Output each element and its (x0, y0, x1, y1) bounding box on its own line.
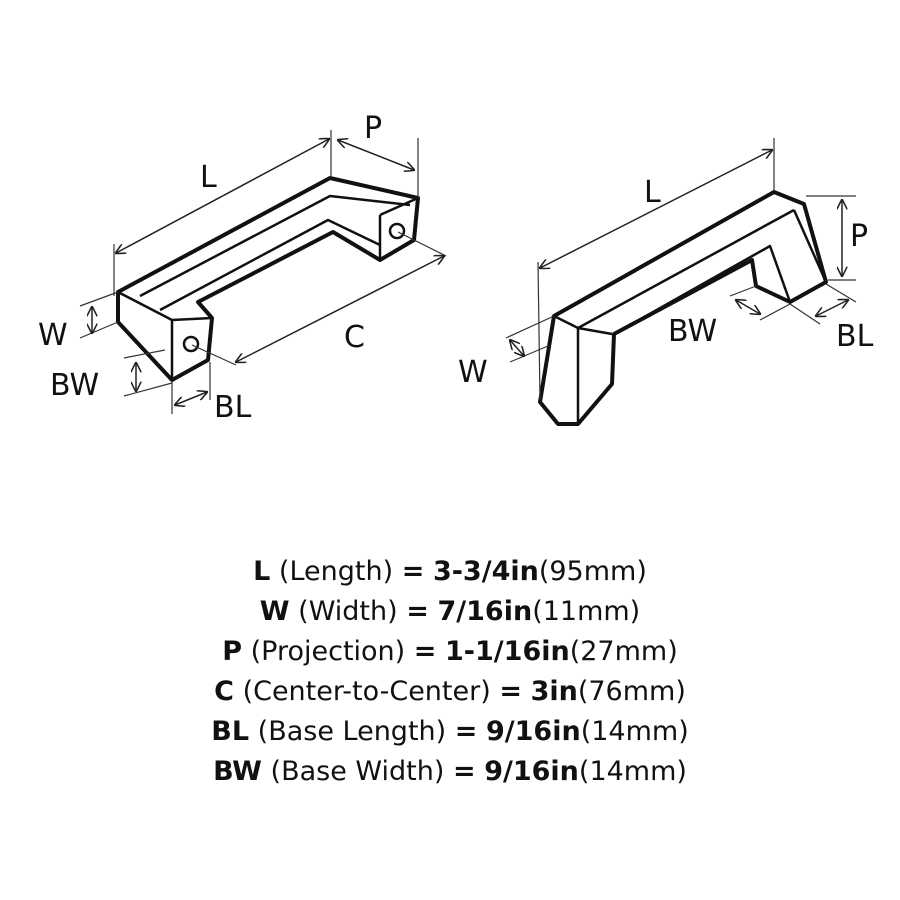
spec-name: (Base Length) (257, 716, 447, 747)
spec-name: (Length) (278, 556, 394, 587)
spec-projection: P (Projection) = 1-1/16in(27mm) (0, 632, 900, 672)
spec-imperial: 7/16in (437, 596, 533, 627)
spec-equals: = (499, 676, 522, 707)
spec-metric: (95mm) (538, 556, 647, 587)
left-dim-width: W (38, 291, 119, 353)
right-label-BL: BL (836, 319, 874, 354)
right-dim-base-length: BL (789, 283, 874, 354)
left-dim-center: C (191, 231, 446, 366)
right-dim-length: L (537, 138, 775, 401)
spec-name: (Width) (298, 596, 398, 627)
spec-code: P (222, 636, 243, 667)
spec-imperial: 9/16in (486, 716, 581, 747)
spec-code: L (253, 556, 271, 587)
spec-length: L (Length) = 3-3/4in(95mm) (0, 552, 900, 592)
spec-name: (Base Width) (270, 756, 445, 787)
spec-metric: (14mm) (578, 756, 687, 787)
right-label-L: L (644, 175, 661, 210)
left-label-BL: BL (214, 390, 252, 425)
spec-code: BW (213, 756, 262, 787)
spec-center-to-center: C (Center-to-Center) = 3in(76mm) (0, 672, 900, 712)
spec-metric: (76mm) (577, 676, 686, 707)
spec-imperial: 9/16in (484, 756, 579, 787)
left-dim-projection: P (338, 111, 419, 198)
right-dim-width: W (458, 315, 555, 390)
left-label-BW: BW (50, 368, 99, 403)
spec-metric: (11mm) (532, 596, 641, 627)
right-label-W: W (458, 355, 488, 390)
spec-code: W (259, 596, 290, 627)
spec-base-length: BL (Base Length) = 9/16in(14mm) (0, 712, 900, 752)
spec-equals: = (454, 716, 478, 747)
spec-name: (Center-to-Center) (242, 676, 491, 707)
right-dim-base-width: BW (668, 285, 791, 349)
spec-metric: (27mm) (569, 636, 678, 667)
spec-metric: (14mm) (580, 716, 689, 747)
spec-imperial: 3-3/4in (432, 556, 539, 587)
left-dim-base-length: BL (171, 362, 252, 425)
right-label-P: P (850, 219, 868, 254)
dimension-specs: L (Length) = 3-3/4in(95mm) W (Width) = 7… (0, 552, 900, 792)
spec-imperial: 1-1/16in (445, 636, 570, 667)
spec-equals: = (413, 636, 437, 667)
spec-imperial: 3in (530, 676, 578, 707)
screw-hole-icon (182, 335, 200, 353)
left-label-C: C (344, 320, 365, 355)
spec-code: BL (211, 716, 250, 747)
left-label-P: P (364, 111, 382, 146)
spec-width: W (Width) = 7/16in(11mm) (0, 592, 900, 632)
right-dim-projection: P (806, 195, 868, 281)
spec-equals: = (406, 596, 429, 627)
spec-name: (Projection) (250, 636, 406, 667)
left-dim-length: L (113, 130, 332, 296)
dimension-diagram: L P C W BW BL (38, 111, 874, 426)
spec-base-width: BW (Base Width) = 9/16in(14mm) (0, 752, 900, 792)
left-dim-base-width: BW (50, 349, 173, 403)
spec-equals: = (401, 556, 425, 587)
left-pull-drawing (116, 176, 420, 382)
right-label-BW: BW (668, 314, 717, 349)
spec-code: C (214, 676, 234, 707)
spec-equals: = (452, 756, 476, 787)
left-label-W: W (38, 318, 68, 353)
left-label-L: L (200, 160, 217, 195)
screw-hole-icon (388, 222, 406, 240)
